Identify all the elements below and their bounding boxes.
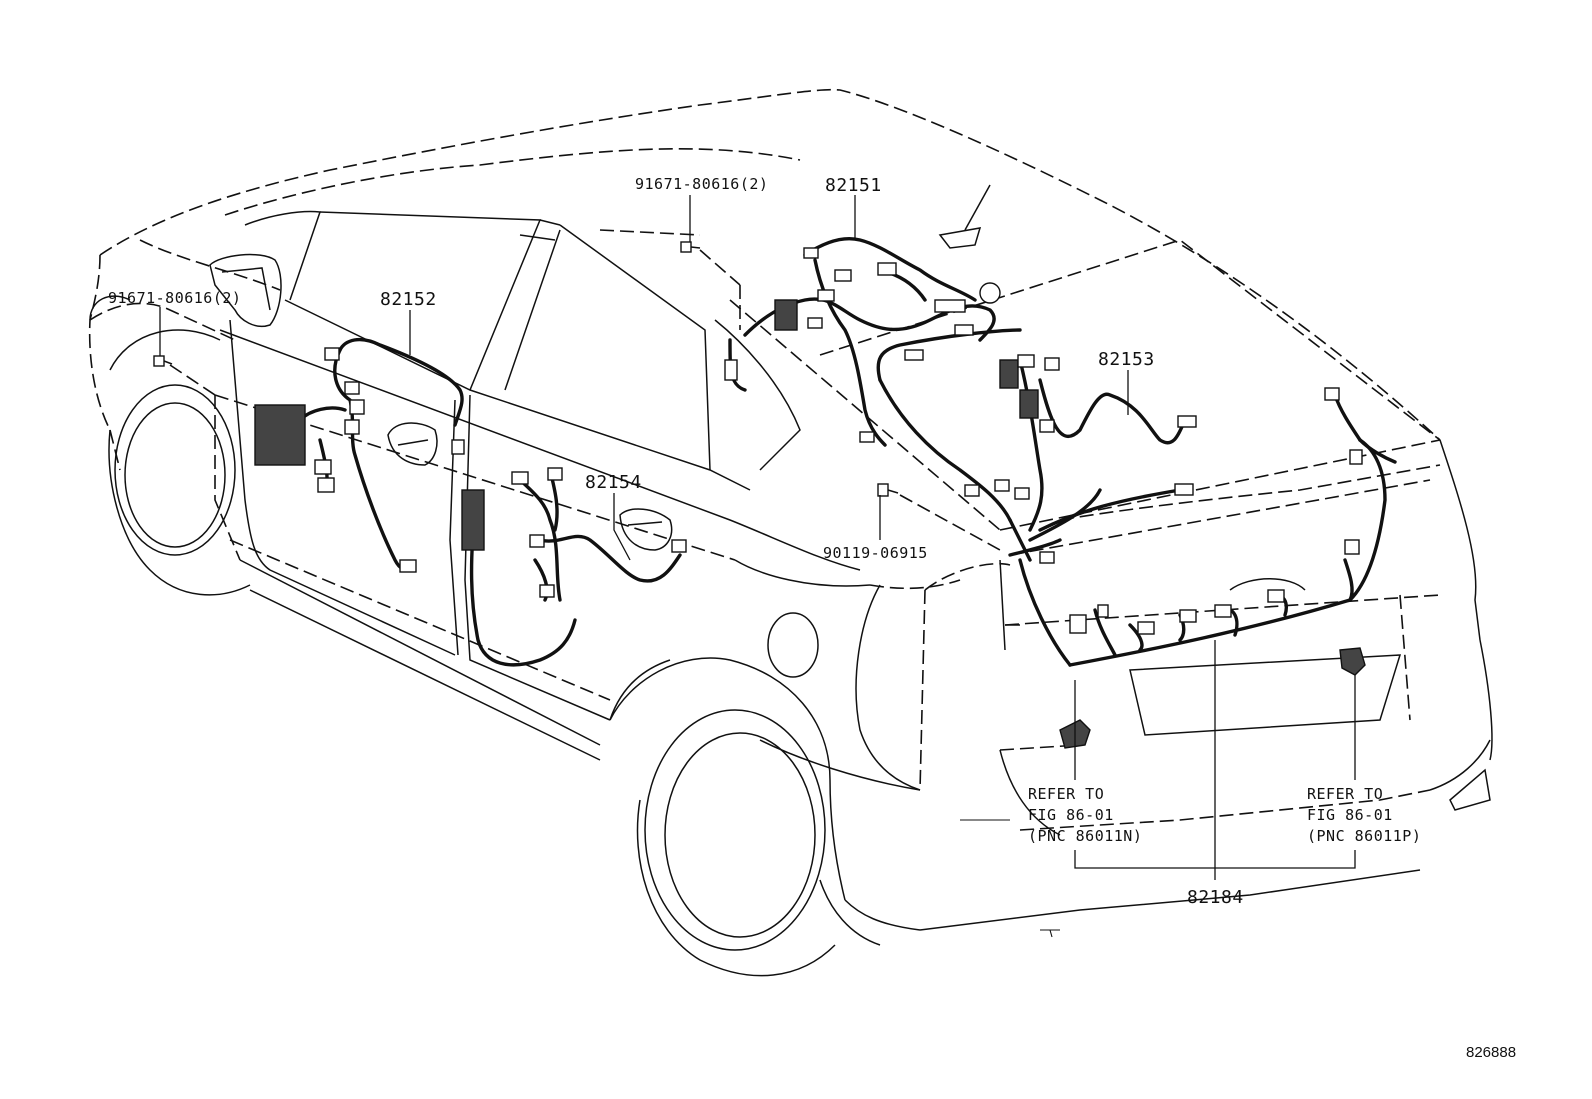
connector <box>834 269 852 282</box>
connector <box>877 262 897 276</box>
label-82152: 82152 <box>380 289 437 310</box>
connector <box>964 484 980 497</box>
harness-82153 <box>876 324 1197 562</box>
grommet <box>979 282 1001 304</box>
screw-center <box>877 483 899 497</box>
harness-82154 <box>461 467 687 667</box>
connector <box>1017 354 1035 368</box>
label-screw-center: 90119-06915 <box>823 544 928 562</box>
connector <box>1177 415 1197 428</box>
connector <box>1214 604 1232 618</box>
car-body-outline <box>88 88 1493 977</box>
connector <box>724 359 738 381</box>
connector <box>999 359 1019 389</box>
fasteners <box>153 241 899 497</box>
connector <box>539 584 555 598</box>
connector <box>511 471 529 485</box>
label-82154: 82154 <box>585 472 642 493</box>
refer-right-line1: REFER TO <box>1307 785 1383 803</box>
connector <box>934 299 966 313</box>
bolt-left <box>153 355 173 367</box>
connector <box>904 349 924 361</box>
connector <box>803 247 819 259</box>
connector <box>1014 487 1030 500</box>
connector <box>349 399 365 415</box>
connector <box>1324 387 1340 401</box>
connector <box>1174 483 1194 496</box>
label-82153: 82153 <box>1098 349 1155 370</box>
bolt-top <box>680 241 701 253</box>
connector <box>1267 589 1285 603</box>
connector <box>1137 621 1155 635</box>
label-82184: 82184 <box>1187 887 1244 908</box>
harness-82152 <box>254 337 465 573</box>
connector <box>317 477 335 493</box>
connector <box>1179 609 1197 623</box>
connector <box>1039 419 1055 433</box>
refer-right-line2: FIG 86-01 <box>1307 806 1393 824</box>
connector <box>1344 539 1360 555</box>
label-bolt-top: 91671-80616(2) <box>635 175 768 193</box>
connector <box>1044 357 1060 371</box>
connector <box>1069 614 1087 634</box>
leader-lines <box>159 195 1356 880</box>
callout-labels: 82151 91671-80616(2) 91671-80616(2) 8215… <box>108 175 1516 1061</box>
door-control-module <box>254 404 306 466</box>
connector <box>954 324 974 336</box>
connector <box>994 479 1010 492</box>
connector <box>1097 604 1109 618</box>
harness-82151 <box>724 237 1001 447</box>
connector <box>547 467 563 481</box>
refer-left-line3: (PNC 86011N) <box>1028 827 1142 845</box>
illustration-id: 826888 <box>1466 1044 1516 1061</box>
connector <box>1349 449 1363 465</box>
label-bolt-left: 91671-80616(2) <box>108 289 241 307</box>
connector <box>451 439 465 455</box>
bracket <box>774 299 798 331</box>
connector <box>314 459 332 475</box>
harness-82184 <box>1018 387 1397 749</box>
connector <box>324 347 340 361</box>
connector <box>817 289 835 302</box>
connector <box>529 534 545 548</box>
label-82151: 82151 <box>825 175 882 196</box>
connector <box>859 431 875 443</box>
connector <box>1019 389 1039 419</box>
connector <box>344 381 360 395</box>
refer-left-line2: FIG 86-01 <box>1028 806 1114 824</box>
connector <box>807 317 823 329</box>
refer-right-line3: (PNC 86011P) <box>1307 827 1421 845</box>
connector <box>344 419 360 435</box>
connector <box>461 489 485 551</box>
connector <box>671 539 687 553</box>
connector <box>1039 551 1055 564</box>
lamp-socket-right <box>1339 647 1366 676</box>
connector <box>399 559 417 573</box>
refer-left-line1: REFER TO <box>1028 785 1104 803</box>
